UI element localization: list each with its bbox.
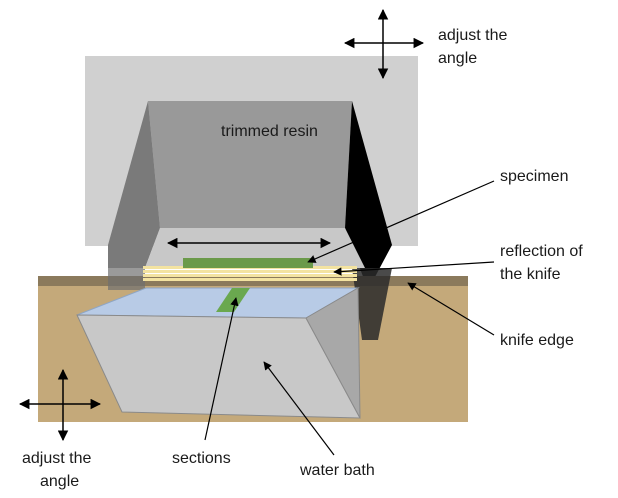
sections-leader: [204, 297, 239, 441]
knife-shadow: [108, 268, 145, 290]
reflection-leader: [333, 261, 495, 276]
sections-label: sections: [172, 450, 231, 467]
specimen-leader: [307, 180, 495, 263]
specimen-block: [183, 258, 313, 268]
adjust-angle-bottom-line1: adjust the: [22, 450, 91, 467]
resin-left-face: [108, 101, 160, 268]
resin-right-face: [345, 101, 392, 290]
water-bath-leader: [263, 361, 335, 456]
water-bath: [76, 287, 361, 419]
specimen-label: specimen: [500, 168, 568, 185]
reflection-of-knife: [143, 266, 357, 281]
adjust-angle-bottom-line2: angle: [40, 473, 79, 490]
water-bath-label: water bath: [299, 462, 375, 479]
knife-edge-label: knife edge: [500, 332, 574, 349]
knife-shadow-right: [352, 268, 392, 340]
trimmed-resin-block: [85, 56, 418, 290]
adjust-angle-top-line1: adjust the: [438, 27, 507, 44]
resin-inner-face: [148, 101, 352, 228]
knife-edge-leader: [407, 282, 495, 336]
adjust-angle-top-line2: angle: [438, 50, 477, 67]
trimmed-resin-label: trimmed resin: [221, 123, 318, 140]
reflection-label-line2: the knife: [500, 266, 561, 283]
reflection-label-line1: reflection of: [500, 243, 583, 260]
bath-side-face: [305, 287, 361, 419]
